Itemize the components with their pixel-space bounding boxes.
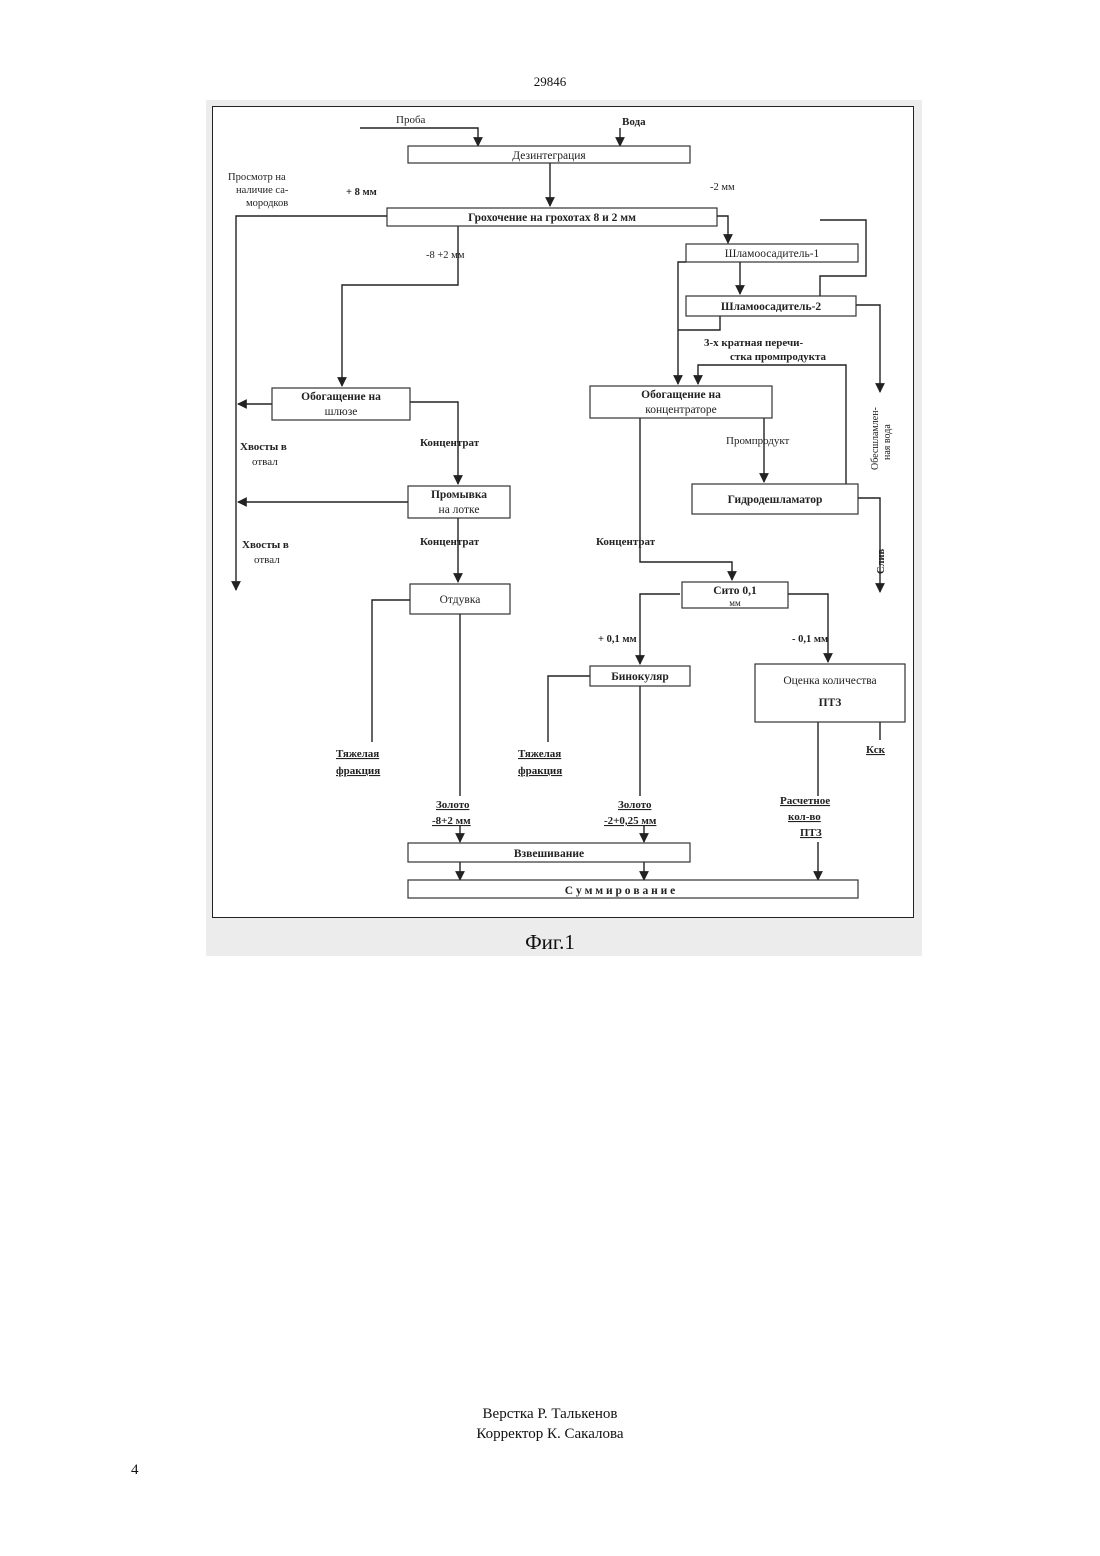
credits: Верстка Р. Талькенов Корректор К. Сакало… [0,1404,1100,1444]
text-concentrator-2: концентраторе [645,404,717,416]
text-slime2: Шламоосадитель-2 [721,301,822,313]
label-deslimed-2: ная вода [882,424,893,460]
hydro-drain [858,498,880,592]
label-deslimed-1: Обесшламлен- [870,407,881,470]
label-recleaning-1: 3-х кратная перечи- [704,337,804,349]
text-sluice-2: шлюзе [325,406,358,418]
credit-proofreader: Корректор К. Сакалова [0,1424,1100,1444]
text-slime1: Шламоосадитель-1 [725,248,820,260]
label-water: Вода [622,116,646,128]
label-nugget-3: мородков [246,198,288,209]
label-calc-3: ПТЗ [800,827,822,839]
text-tray-1: Промывка [431,489,487,501]
label-heavy2-1: Тяжелая [518,748,561,760]
text-screening: Грохочение на грохотах 8 и 2 мм [468,212,636,224]
label-gold2-2: -2+0,25 мм [604,815,657,827]
slime2-water [856,305,880,392]
text-blowing: Отдувка [440,594,481,606]
label-plus01: + 0,1 мм [598,634,637,645]
sieve-minus [788,594,828,662]
text-weighing: Взвешивание [514,848,584,860]
label-nugget-2: наличие са- [236,185,289,196]
text-binocular: Бинокуляр [611,671,669,683]
text-estimate-2: ПТЗ [819,697,842,709]
text-sluice-1: Обогащение на [301,391,381,403]
label-gold1-2: -8+2 мм [432,815,471,827]
label-middling: Промпродукт [726,435,790,447]
label-heavy1-1: Тяжелая [336,748,379,760]
bino-heavy [548,676,590,742]
label-nugget-1: Просмотр на [228,172,286,183]
text-sieve-1: Сито 0,1 [713,585,757,597]
label-ksk: Кск [866,744,886,756]
blow-heavy [372,600,410,742]
label-tails2-1: Хвосты в [242,539,289,551]
label-gold1-1: Золото [436,799,470,811]
label-minus2: -2 мм [710,182,735,193]
slime2-under [678,316,720,330]
text-disintegration: Дезинтеграция [512,150,586,162]
label-tails1-2: отвал [252,456,278,468]
credit-layout: Верстка Р. Талькенов [0,1404,1100,1424]
text-tray-2: на лотке [439,504,480,516]
label-concentrate1: Концентрат [420,437,480,449]
box-estimate [755,664,905,722]
label-m8p2: -8 +2 мм [426,250,465,261]
figure-caption: Фиг.1 [0,930,1100,955]
label-sample: Проба [396,114,426,126]
slime-under [678,262,686,384]
page-number: 4 [131,1462,139,1479]
label-drain: Слив [876,548,887,574]
text-hydrodeslimer: Гидродешламатор [728,494,823,506]
text-concentrator-1: Обогащение на [641,389,721,401]
label-gold2-1: Золото [618,799,652,811]
label-tails1-1: Хвосты в [240,441,287,453]
label-recleaning-2: стка промпродукта [730,351,827,363]
sieve-plus [640,594,680,664]
label-heavy2-2: фракция [518,765,562,777]
label-calc-2: кол-во [788,811,821,823]
label-tails2-2: отвал [254,554,280,566]
label-calc-1: Расчетное [780,795,830,807]
flowchart-diagram: Дезинтеграция Грохочение на грохотах 8 и… [0,0,1100,960]
label-heavy1-2: фракция [336,765,380,777]
sample-line [360,128,478,146]
text-sieve-2: мм [729,598,741,608]
label-minus01: - 0,1 мм [792,634,828,645]
recleaning-loop [698,365,846,484]
text-summation: С у м м и р о в а н и е [565,885,675,897]
minus2-line [716,216,728,243]
label-concentrate2: Концентрат [420,536,480,548]
label-plus8: + 8 мм [346,187,377,198]
text-estimate-1: Оценка количества [783,675,876,687]
label-concentrate3: Концентрат [596,536,656,548]
